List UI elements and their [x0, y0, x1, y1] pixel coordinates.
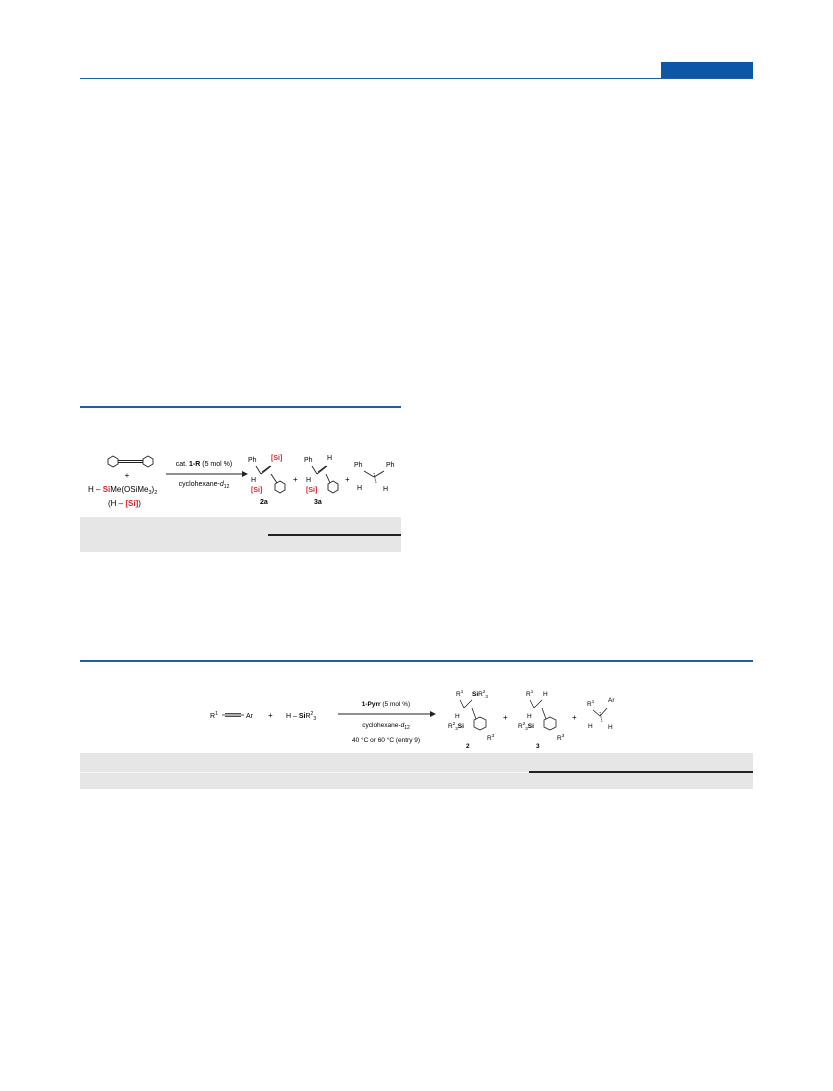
- scheme1-reaction: + H – SiMe(OSiMe3)2 (H – [Si]) cat. 1-R …: [88, 455, 395, 508]
- product-2-label: 2: [466, 743, 470, 750]
- svg-text:R3: R3: [487, 733, 495, 742]
- journal-header-tab: [661, 62, 753, 78]
- svg-text:Ph: Ph: [248, 457, 257, 464]
- svg-text:R1: R1: [526, 689, 534, 698]
- table2-top-rule: [80, 660, 753, 662]
- table2-header-rule: [529, 771, 753, 773]
- svg-text:Ph: Ph: [304, 457, 313, 464]
- svg-text:Ar: Ar: [246, 713, 254, 720]
- svg-text:R1: R1: [456, 689, 464, 698]
- scheme1-plus-1: +: [125, 471, 130, 480]
- svg-text:R23Si: R23Si: [518, 721, 534, 731]
- scheme2-plus-1: +: [268, 711, 273, 720]
- svg-text:H: H: [527, 713, 532, 720]
- scheme2-plus-2: +: [503, 713, 508, 722]
- silane-r2-formula: H – SiR23: [286, 711, 316, 722]
- svg-text:Ph: Ph: [354, 462, 363, 469]
- svg-text:Ar: Ar: [608, 697, 615, 704]
- diphenylacetylene-structure: [107, 455, 154, 468]
- scheme1-condition-top: cat. 1-R (5 mol %): [176, 461, 232, 468]
- stilbene-structure: Ph Ph H H: [354, 462, 395, 493]
- scheme2-plus-3: +: [572, 713, 577, 722]
- scheme2-condition-top: 1-Pyrr (5 mol %): [362, 701, 410, 708]
- scheme2-reaction: R1 Ar + H – SiR23 1-Pyrr (5 mol %) cyclo…: [210, 689, 615, 750]
- svg-text:H: H: [327, 455, 332, 462]
- alkene-byproduct-structure: R1 Ar H H: [587, 697, 615, 731]
- svg-text:H: H: [588, 723, 593, 730]
- product-3-label: 3: [536, 743, 540, 750]
- table1-header-rule: [268, 534, 401, 536]
- silane-formula: H – SiMe(OSiMe3)2: [88, 485, 157, 496]
- table1-top-rule: [80, 406, 401, 408]
- svg-text:H: H: [455, 713, 460, 720]
- svg-text:R3: R3: [557, 733, 565, 742]
- scheme1-plus-3: +: [345, 475, 350, 484]
- svg-text:H: H: [251, 477, 256, 484]
- scheme1-plus-2: +: [293, 475, 298, 484]
- product-3a-structure: Ph H H [Si] 3a: [304, 455, 339, 506]
- svg-text:H: H: [543, 691, 548, 698]
- svg-text:R23Si: R23Si: [448, 721, 464, 731]
- svg-text:H: H: [608, 724, 613, 731]
- svg-text:[Si]: [Si]: [306, 487, 317, 494]
- scheme1-condition-bottom: cyclohexane-d12: [179, 481, 230, 490]
- svg-text:H: H: [383, 486, 388, 493]
- product-2a-structure: Ph [Si] H [Si] 2a: [248, 455, 286, 506]
- svg-text:[Si]: [Si]: [251, 487, 262, 494]
- header-rule: [80, 78, 753, 79]
- svg-text:Ph: Ph: [386, 462, 395, 469]
- svg-text:H: H: [357, 485, 362, 492]
- product-2-structure: R1 SiR23 H R23Si R3 2: [448, 689, 495, 750]
- product-3a-label: 3a: [314, 499, 322, 506]
- alkyne-formula: R1: [210, 711, 218, 720]
- silane-abbreviation: (H – [Si]): [108, 499, 141, 508]
- table2-header-divider: [80, 772, 753, 773]
- scheme2-condition-mid: cyclohexane-d12: [362, 722, 410, 731]
- svg-text:[Si]: [Si]: [271, 455, 282, 462]
- svg-text:R1: R1: [587, 699, 595, 708]
- product-2a-label: 2a: [260, 499, 268, 506]
- svg-text:SiR23: SiR23: [472, 689, 488, 699]
- product-3-structure: R1 H H R23Si R3 3: [518, 689, 565, 750]
- scheme2-condition-bottom: 40 °C or 60 °C (entry 9): [352, 736, 420, 744]
- svg-text:H: H: [306, 477, 311, 484]
